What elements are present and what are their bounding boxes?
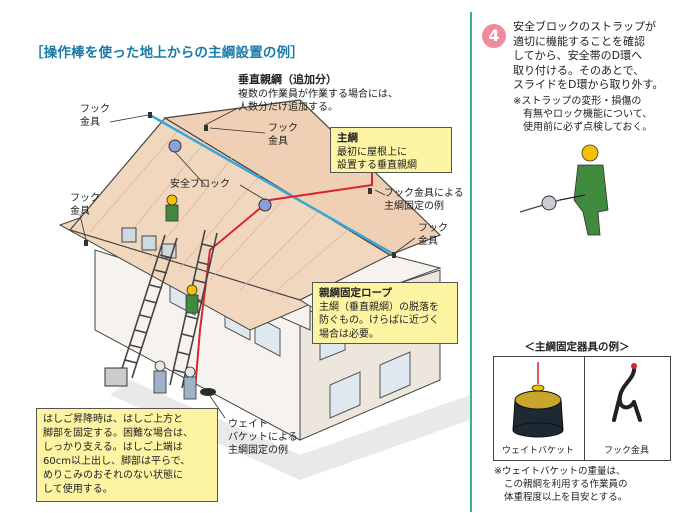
step-note-line: 使用前に必ず点検しておく。 bbox=[523, 122, 653, 133]
ground-equipment bbox=[104, 367, 128, 387]
safety-block-icon bbox=[168, 139, 182, 153]
step-text: 安全ブロックのストラップが 適切に機能することを確認 してから、安全帯のD環へ … bbox=[513, 20, 679, 93]
ladder-line: 60cm以上出し、脚部は平らで、 bbox=[43, 456, 191, 467]
column-divider bbox=[470, 12, 472, 512]
equipment-box-divider bbox=[584, 356, 585, 461]
main-rope-desc: 最初に屋根上に bbox=[337, 146, 407, 158]
hook-fix-label: フック金具による bbox=[384, 188, 464, 199]
equipment-note: ※ウェイトバケットの重量は、 この親綱を利用する作業員の 体重程度以上を目安とす… bbox=[494, 465, 672, 504]
equipment-note-line: 体重程度以上を目安とする。 bbox=[504, 492, 628, 503]
rope-fix-title: 親綱固定ロープ bbox=[319, 287, 392, 299]
hook-label: フック bbox=[268, 123, 298, 134]
hook-label: フック bbox=[418, 223, 448, 234]
weight-fix-label: ウェイト bbox=[228, 419, 268, 430]
hook-label: 金具 bbox=[268, 136, 288, 147]
worker-figure bbox=[185, 284, 199, 314]
skylights bbox=[121, 227, 177, 259]
hook-fitting-caption: フック金具 bbox=[604, 446, 650, 456]
step-line: 取り付ける。そのあとで、 bbox=[513, 63, 645, 77]
ladder-line: 脚部を固定する。困難な場合は、 bbox=[43, 428, 193, 439]
step-note-line: 有無やロック機能について、 bbox=[523, 109, 653, 120]
main-rope bbox=[194, 140, 373, 391]
vertical-rope-desc: 人数分だけ追加する。 bbox=[238, 102, 338, 113]
rope-fix-line: 主綱（垂直親綱）の脱落を bbox=[319, 301, 439, 313]
step-note-line: ※ストラップの変形・損傷の bbox=[513, 96, 642, 107]
hook-label: フック bbox=[70, 193, 100, 204]
ladder-line: めりこみのおそれのない状態に bbox=[43, 470, 183, 481]
rope-fix-line: 防ぐもの。けらばに近づく bbox=[319, 315, 439, 326]
vertical-rope-title: 垂直親綱（追加分） bbox=[238, 73, 337, 86]
main-rope-callout: 主綱 最初に屋根上に 設置する垂直親綱 bbox=[330, 127, 452, 173]
rope-fix-line: 場合は必要。 bbox=[319, 328, 379, 340]
ground-shadow bbox=[110, 380, 470, 480]
hook-fitting-icon bbox=[84, 112, 396, 258]
vertical-rope bbox=[149, 113, 396, 257]
hook-fix-label: 主綱固定の例 bbox=[384, 201, 444, 212]
weight-fix-label: 主綱固定の例 bbox=[228, 445, 288, 456]
step-note: ※ストラップの変形・損傷の 有無やロック機能について、 使用前に必ず点検しておく… bbox=[513, 95, 678, 134]
hook-fitting-icon bbox=[612, 364, 642, 422]
diagram-title: ［操作棒を使った地上からの主綱設置の例］ bbox=[30, 45, 304, 61]
step-line: 安全ブロックのストラップが bbox=[513, 20, 656, 33]
rope-fix-callout: 親綱固定ロープ 主綱（垂直親綱）の脱落を 防ぐもの。けらばに近づく 場合は必要。 bbox=[312, 282, 458, 344]
equipment-title: ＜主綱固定器具の例＞ bbox=[524, 341, 630, 353]
safety-block-label: 安全ブロック bbox=[170, 179, 230, 190]
step-line: してから、安全帯のD環へ bbox=[513, 49, 643, 62]
ladder bbox=[119, 234, 178, 379]
equipment-note-line: ※ウェイトバケットの重量は、 bbox=[494, 466, 626, 477]
weight-bucket-icon bbox=[512, 362, 564, 438]
worker-figure bbox=[165, 194, 179, 222]
hook-label: 金具 bbox=[80, 117, 100, 128]
hook-label: 金具 bbox=[418, 236, 438, 247]
ladder-callout: はしご昇降時は、はしご上方と 脚部を固定する。困難な場合は、 しっかり支える。は… bbox=[36, 408, 218, 502]
step-number-badge: 4 bbox=[482, 24, 506, 48]
step-line: 適切に機能することを確認 bbox=[513, 34, 645, 48]
main-rope-desc: 設置する垂直親綱 bbox=[337, 160, 417, 171]
worker-figure bbox=[153, 360, 167, 394]
main-rope-title: 主綱 bbox=[337, 132, 358, 144]
equipment-box bbox=[493, 356, 671, 461]
worker-figure bbox=[183, 366, 197, 400]
safety-block-icon bbox=[541, 195, 557, 211]
ladder-line: して使用する。 bbox=[43, 484, 113, 495]
weight-bucket-icon bbox=[200, 388, 216, 396]
weight-fix-label: バケットによる bbox=[228, 432, 298, 443]
hook-label: フック bbox=[80, 104, 110, 115]
weight-bucket-caption: ウェイトバケット bbox=[502, 446, 575, 456]
ladder-line: しっかり支える。はしご上端は bbox=[43, 442, 183, 453]
ladder-line: はしご昇降時は、はしご上方と bbox=[43, 414, 183, 425]
vertical-rope-desc: 複数の作業員が作業する場合には、 bbox=[238, 89, 398, 100]
safety-block-icon bbox=[258, 198, 272, 212]
hook-label: 金具 bbox=[70, 206, 90, 217]
worker-figure bbox=[519, 144, 609, 236]
equipment-note-line: この親綱を利用する作業員の bbox=[504, 479, 628, 490]
step-line: スライドをD環から取り外す。 bbox=[513, 78, 664, 91]
